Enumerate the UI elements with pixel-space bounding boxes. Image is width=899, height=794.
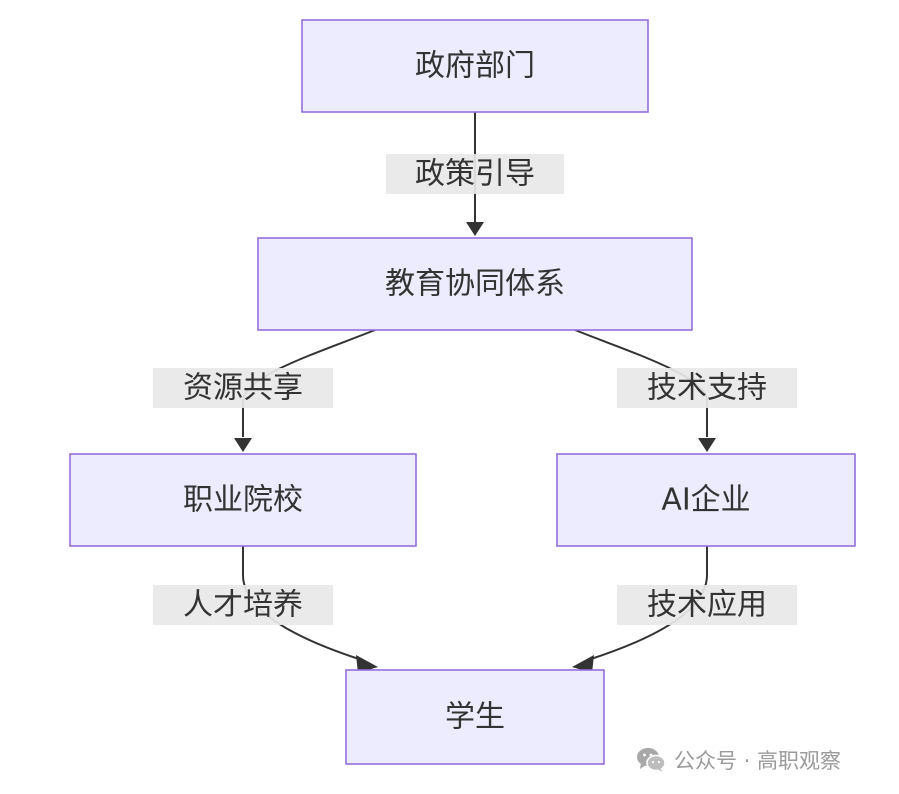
node-government-label: 政府部门 [415, 49, 535, 84]
node-students-label: 学生 [445, 700, 505, 735]
node-ai-enterprise: AI企业 [556, 453, 856, 547]
edge-label-talent-text: 人才培养 [183, 588, 303, 623]
edge-label-tech-application-text: 技术应用 [647, 588, 767, 623]
edge-label-tech-support-text: 技术支持 [647, 371, 767, 406]
node-vocational: 职业院校 [69, 453, 417, 547]
node-vocational-label: 职业院校 [183, 483, 303, 518]
wechat-icon [637, 748, 666, 772]
edge-label-policy: 政策引导 [386, 154, 564, 194]
edge-label-tech-application: 技术应用 [617, 585, 797, 625]
edge-label-policy-text: 政策引导 [415, 157, 535, 192]
edge-label-tech-support: 技术支持 [617, 368, 797, 408]
node-ai-enterprise-label: AI企业 [661, 483, 750, 518]
edge-label-talent: 人才培养 [153, 585, 333, 625]
watermark-text: 公众号 · 高职观察 [674, 749, 842, 773]
node-collaboration: 教育协同体系 [257, 237, 693, 331]
edge-label-resources: 资源共享 [153, 368, 333, 408]
node-government: 政府部门 [301, 19, 649, 113]
edge-label-resources-text: 资源共享 [183, 371, 303, 406]
watermark: 公众号 · 高职观察 [636, 740, 841, 780]
node-collaboration-label: 教育协同体系 [385, 267, 565, 302]
node-students: 学生 [345, 669, 605, 765]
